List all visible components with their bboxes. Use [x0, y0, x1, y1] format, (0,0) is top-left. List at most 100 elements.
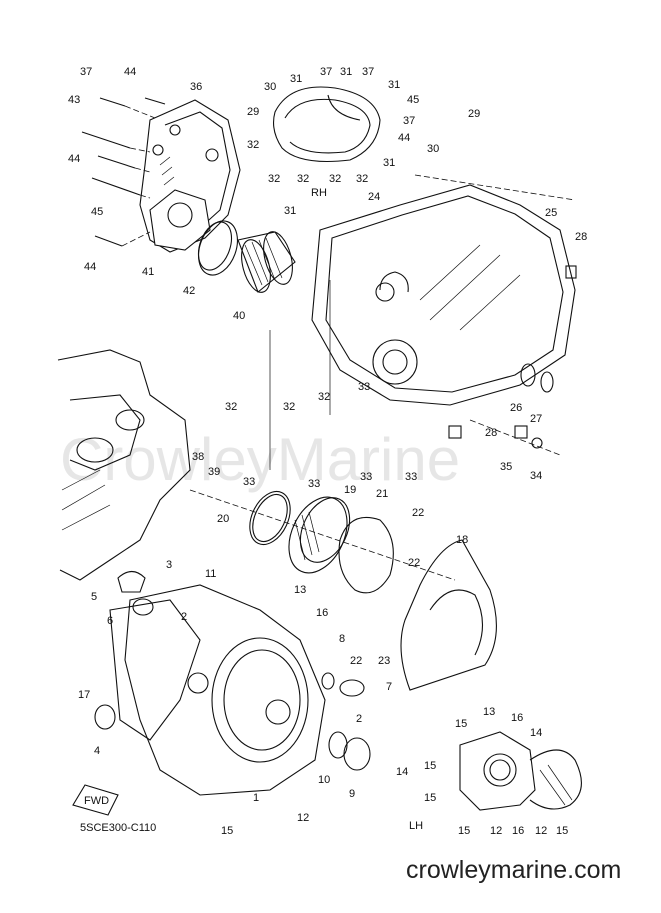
- callout-29: 29: [247, 106, 259, 118]
- callout-32: 32: [268, 173, 280, 185]
- callout-22: 22: [412, 507, 424, 519]
- callout-11: 11: [205, 568, 216, 580]
- engine-case-outline-group: [57, 349, 191, 581]
- callout-26: 26: [510, 402, 522, 414]
- decorative-cover-18-group: [400, 539, 497, 691]
- callout-16: 16: [512, 825, 524, 837]
- callout-32: 32: [247, 139, 259, 151]
- callout-31: 31: [340, 66, 352, 78]
- callout-9: 9: [349, 788, 355, 800]
- leader-lines: [189, 174, 576, 581]
- callout-45: 45: [91, 206, 103, 218]
- callout-14: 14: [396, 766, 408, 778]
- callout-21: 21: [376, 488, 388, 500]
- callout-37: 37: [80, 66, 92, 78]
- callout-5: 5: [91, 591, 97, 603]
- callout-44: 44: [68, 153, 80, 165]
- callout-35: 35: [500, 461, 512, 473]
- callout-20: 20: [217, 513, 229, 525]
- rings-and-plate-group: [249, 490, 394, 594]
- callout-22: 22: [408, 557, 420, 569]
- callout-17: 17: [78, 689, 90, 701]
- callout-15: 15: [221, 825, 233, 837]
- callout-23: 23: [378, 655, 390, 667]
- callout-12: 12: [297, 812, 309, 824]
- callout-32: 32: [318, 391, 330, 403]
- callout-43: 43: [68, 94, 80, 106]
- diagram-code: 5SCE300-C110: [80, 822, 157, 834]
- callout-33: 33: [360, 471, 372, 483]
- callout-30: 30: [427, 143, 439, 155]
- callout-31: 31: [290, 73, 302, 85]
- callout-16: 16: [316, 607, 328, 619]
- right-side-small-parts: [448, 265, 577, 449]
- callout-12: 12: [490, 825, 502, 837]
- callout-7: 7: [386, 681, 392, 693]
- callout-37: 37: [320, 66, 332, 78]
- callout-31: 31: [284, 205, 296, 217]
- callout-42: 42: [183, 285, 195, 297]
- callout-44: 44: [398, 132, 410, 144]
- callout-15: 15: [424, 760, 436, 772]
- section-label-rh: RH: [311, 187, 327, 199]
- callout-28: 28: [485, 427, 497, 439]
- callout-38: 38: [192, 451, 204, 463]
- watermark: CrowleyMarine: [60, 426, 460, 493]
- callout-10: 10: [318, 774, 330, 786]
- callout-32: 32: [283, 401, 295, 413]
- callout-16: 16: [511, 712, 523, 724]
- callout-15: 15: [424, 792, 436, 804]
- bolts-left-group: [81, 97, 166, 247]
- callout-32: 32: [297, 173, 309, 185]
- crankcase-cover-lh-group: [109, 584, 326, 796]
- callout-28: 28: [575, 231, 587, 243]
- callout-33: 33: [243, 476, 255, 488]
- callout-33: 33: [358, 381, 370, 393]
- callout-25: 25: [545, 207, 557, 219]
- callout-15: 15: [458, 825, 470, 837]
- fwd-arrow: FWD: [72, 784, 119, 816]
- callout-12: 12: [535, 825, 547, 837]
- lh-detail-view-group: [459, 731, 582, 811]
- callout-22: 22: [350, 655, 362, 667]
- callout-44: 44: [84, 261, 96, 273]
- inspection-cover-group: [273, 86, 381, 163]
- callout-15: 15: [455, 718, 467, 730]
- lower-small-parts: [94, 570, 371, 771]
- callout-37: 37: [403, 115, 415, 127]
- o-ring-and-filter-group: [197, 220, 296, 293]
- callout-31: 31: [383, 157, 395, 169]
- crankcase-cover-rh-group: [311, 184, 576, 406]
- callout-41: 41: [142, 266, 154, 278]
- callout-37: 37: [362, 66, 374, 78]
- callout-44: 44: [124, 66, 136, 78]
- callout-8: 8: [339, 633, 345, 645]
- callout-36: 36: [190, 81, 202, 93]
- callout-6: 6: [107, 615, 113, 627]
- callout-4: 4: [94, 745, 100, 757]
- site-url: crowleymarine.com: [406, 856, 622, 884]
- callout-33: 33: [405, 471, 417, 483]
- fwd-label: FWD: [84, 795, 109, 807]
- callout-24: 24: [368, 191, 380, 203]
- callout-45: 45: [407, 94, 419, 106]
- callout-34: 34: [530, 470, 542, 482]
- callout-40: 40: [233, 310, 245, 322]
- callout-3: 3: [166, 559, 172, 571]
- callout-13: 13: [483, 706, 495, 718]
- callout-2: 2: [181, 611, 187, 623]
- callout-27: 27: [530, 413, 542, 425]
- callout-15: 15: [556, 825, 568, 837]
- callout-32: 32: [225, 401, 237, 413]
- callout-33: 33: [308, 478, 320, 490]
- callout-19: 19: [344, 484, 356, 496]
- callout-18: 18: [456, 534, 468, 546]
- callout-2: 2: [356, 713, 362, 725]
- callout-13: 13: [294, 584, 306, 596]
- section-label-lh: LH: [409, 820, 423, 832]
- callout-29: 29: [468, 108, 480, 120]
- callout-31: 31: [388, 79, 400, 91]
- callout-30: 30: [264, 81, 276, 93]
